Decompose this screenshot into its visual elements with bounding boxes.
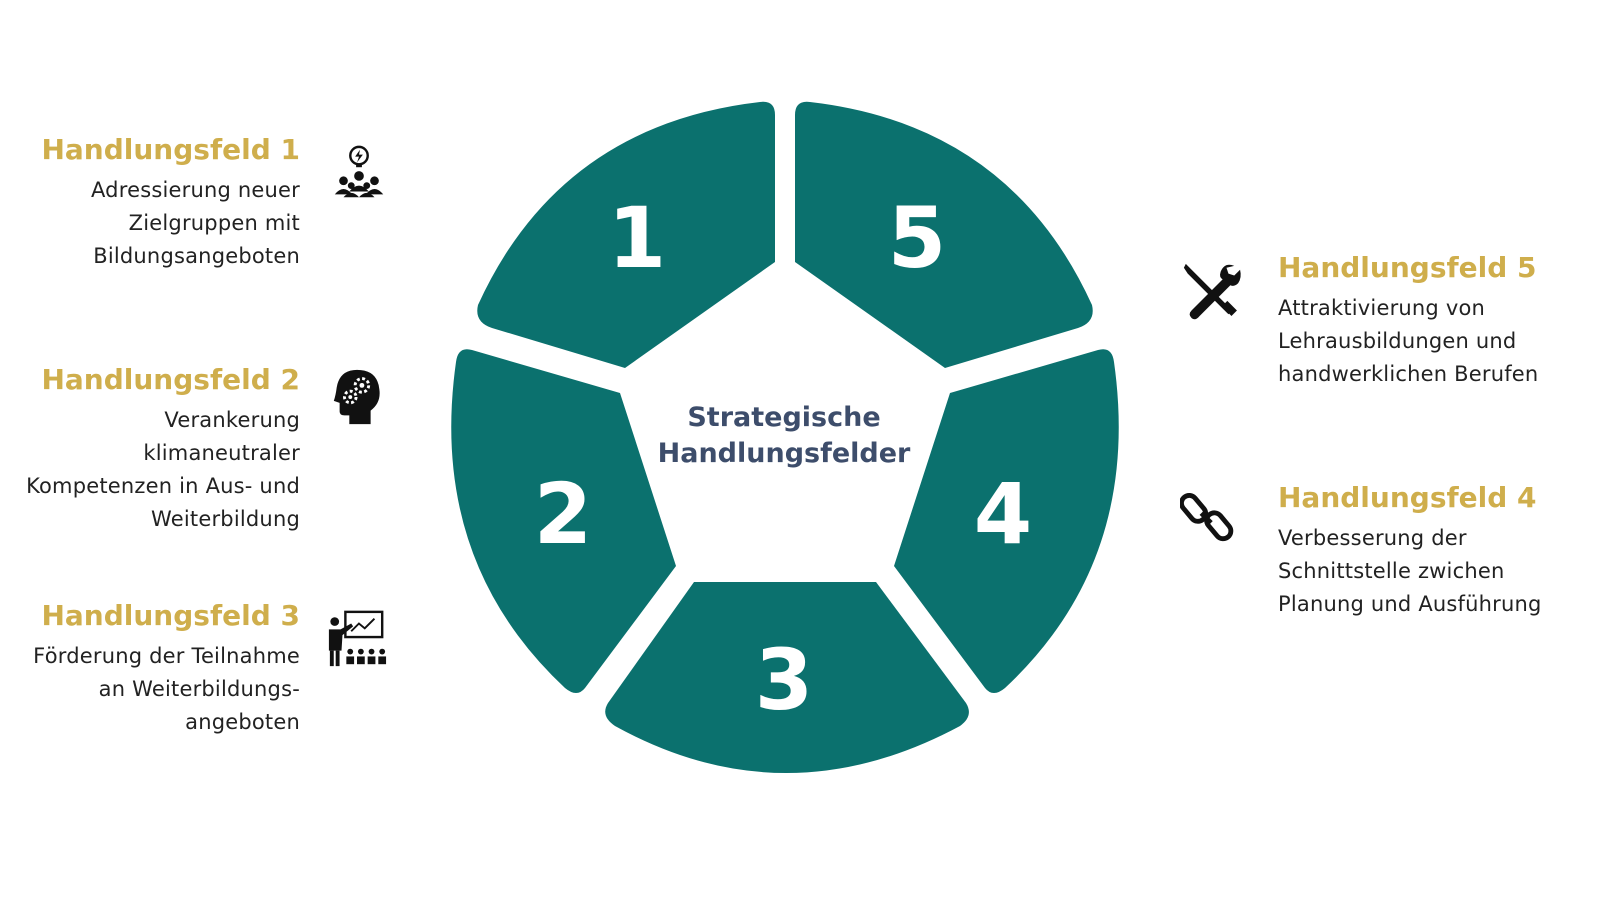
field-3: Handlungsfeld 3 Förderung der Teilnahme … [0, 598, 300, 739]
segment-3[interactable] [605, 582, 969, 773]
head-gears-icon [328, 366, 390, 428]
field-3-title: Handlungsfeld 3 [41, 599, 300, 632]
segment-1-number: 1 [608, 189, 666, 287]
segment-2[interactable] [451, 349, 676, 693]
center-title-line-1: Strategische [687, 402, 880, 433]
teacher-board-icon [326, 608, 388, 670]
field-5: Handlungsfeld 5 Attraktivierung von Lehr… [1278, 250, 1578, 391]
segment-5-number: 5 [888, 189, 946, 287]
segment-5[interactable] [795, 101, 1093, 368]
segment-2-number: 2 [534, 465, 592, 563]
field-1-title: Handlungsfeld 1 [41, 133, 300, 166]
field-1-description: Adressierung neuer Zielgruppen mit Bildu… [90, 178, 300, 268]
field-5-title: Handlungsfeld 5 [1278, 251, 1537, 284]
chain-link-icon [1180, 488, 1242, 550]
field-4: Handlungsfeld 4 Verbesserung der Schnitt… [1278, 480, 1578, 621]
team-idea-icon [328, 143, 390, 205]
segment-1[interactable] [477, 101, 775, 368]
wrench-screwdriver-icon [1180, 260, 1242, 322]
field-2-description: Verankerung klimaneutraler Kompetenzen i… [26, 408, 300, 531]
field-4-description: Verbesserung der Schnittstelle zwichen P… [1278, 526, 1542, 616]
field-3-description: Förderung der Teilnahme an Weiterbildung… [33, 644, 300, 734]
segment-4-number: 4 [974, 465, 1032, 563]
field-2: Handlungsfeld 2 Verankerung klimaneutral… [0, 362, 300, 536]
field-4-title: Handlungsfeld 4 [1278, 481, 1537, 514]
segment-4[interactable] [894, 349, 1119, 693]
field-5-description: Attraktivierung von Lehrausbildungen und… [1278, 296, 1539, 386]
field-1: Handlungsfeld 1 Adressierung neuer Zielg… [0, 132, 300, 273]
field-2-title: Handlungsfeld 2 [41, 363, 300, 396]
segment-3-number: 3 [755, 631, 813, 729]
center-title-line-2: Handlungsfelder [658, 438, 911, 469]
